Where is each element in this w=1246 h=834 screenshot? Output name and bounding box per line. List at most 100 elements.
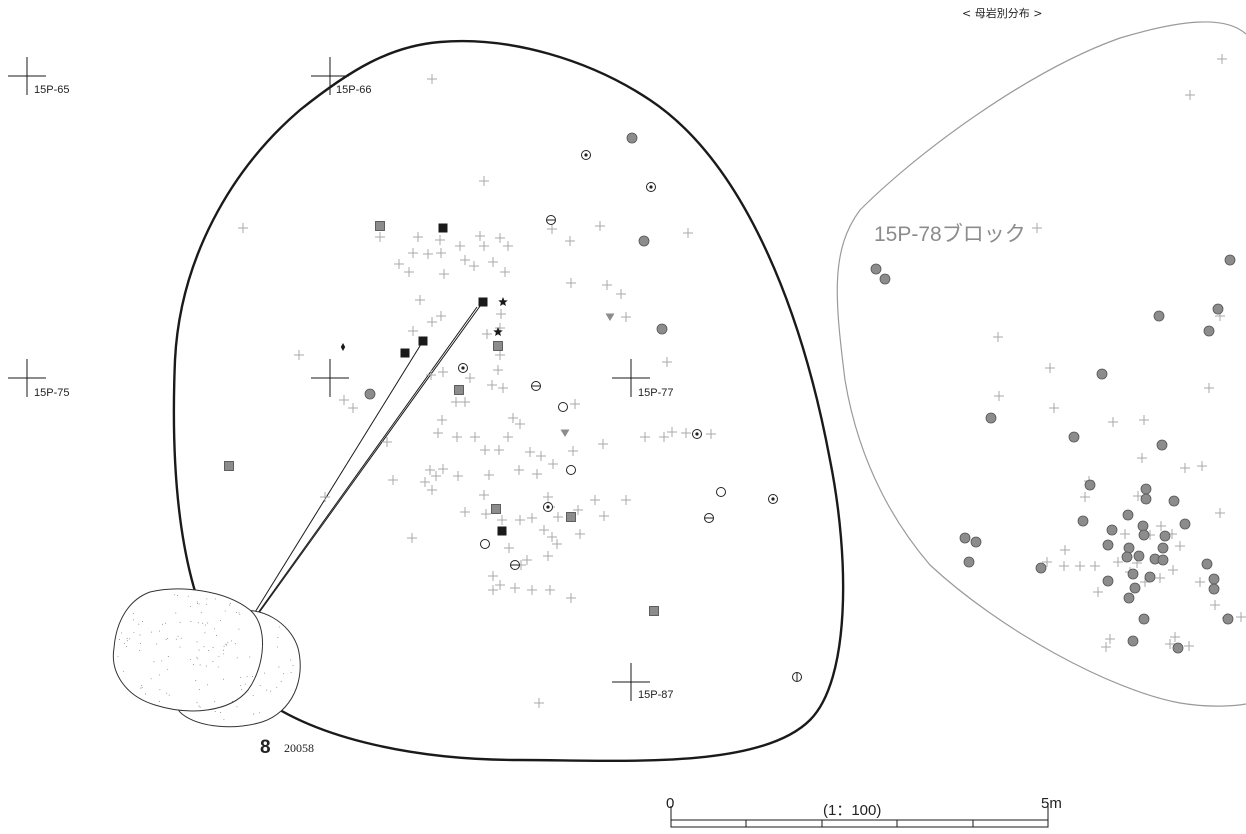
gray-triangle-marker (605, 313, 615, 321)
gray-circle-marker (1179, 518, 1191, 530)
gray-circle-marker (1102, 575, 1114, 587)
plus-marker (469, 261, 479, 271)
plus-marker (515, 515, 525, 525)
stipple-dot (204, 632, 206, 634)
grid-label: 15P-65 (34, 84, 69, 96)
plus-marker (1165, 639, 1175, 649)
stipple-dot (223, 718, 225, 720)
stipple-dot (199, 664, 201, 666)
plus-marker (545, 585, 555, 595)
plus-marker (479, 176, 489, 186)
stipple-dot (203, 646, 205, 648)
plus-marker (435, 235, 445, 245)
stipple-dot (229, 604, 230, 606)
stipple-dot (214, 711, 216, 713)
plus-marker (706, 429, 716, 439)
stipple-dot (179, 646, 181, 648)
stipple-dot (199, 706, 201, 708)
stipple-dot (253, 713, 255, 715)
plus-marker (1060, 545, 1070, 555)
gray-square-marker (224, 461, 234, 471)
gray-circle-marker (1127, 635, 1139, 647)
gray-circle-marker (1138, 613, 1150, 625)
plus-marker (470, 432, 480, 442)
stipple-dot (276, 686, 278, 688)
stipple-dot (212, 647, 214, 649)
gray-circle-marker (1137, 520, 1149, 532)
stipple-dot (156, 643, 158, 645)
artifact-number: 8 (260, 737, 271, 758)
black-square-marker (418, 336, 428, 346)
black-square-marker (478, 297, 488, 307)
plus-marker (1101, 642, 1111, 652)
plus-marker (407, 533, 417, 543)
plus-marker (1133, 491, 1143, 501)
stipple-dot (198, 689, 200, 690)
plus-marker (426, 370, 436, 380)
gray-circle-marker (963, 556, 975, 568)
plus-marker (452, 432, 462, 442)
gray-triangle-marker (560, 429, 570, 437)
plus-marker (1137, 453, 1147, 463)
plus-marker (1195, 577, 1205, 587)
gray-circle-marker (1153, 310, 1165, 322)
plus-marker (1080, 492, 1090, 502)
stipple-dot (238, 612, 240, 614)
stipple-dot (239, 613, 241, 615)
open-circle-marker (480, 539, 490, 549)
stipple-dot (214, 598, 216, 600)
plus-marker (514, 465, 524, 475)
plus-marker (621, 312, 631, 322)
plus-marker (1168, 565, 1178, 575)
plus-marker (1042, 557, 1052, 567)
plus-marker (415, 295, 425, 305)
gray-circle-marker (1140, 493, 1152, 505)
stipple-dot (158, 701, 160, 703)
stipple-dot (159, 630, 160, 632)
gray-circle-marker (985, 412, 997, 424)
gray-circle-marker (638, 235, 650, 247)
stipple-dot (220, 619, 221, 621)
stipple-dot (231, 701, 233, 702)
plus-marker (438, 367, 448, 377)
gray-circle-marker (1224, 254, 1236, 266)
gray-circle-marker (1122, 509, 1134, 521)
plus-marker (552, 539, 562, 549)
stipple-dot (207, 650, 209, 652)
plus-marker (493, 365, 503, 375)
plus-marker (547, 224, 557, 234)
stipple-dot (229, 602, 231, 604)
plus-marker (575, 529, 585, 539)
plus-marker (510, 583, 520, 593)
plus-marker (460, 255, 470, 265)
plus-marker (1184, 641, 1194, 651)
artifact-drawing (112, 588, 301, 728)
stipple-dot (270, 690, 272, 692)
stipple-dot (159, 689, 161, 691)
plus-marker (500, 267, 510, 277)
stipple-dot (177, 635, 179, 637)
stipple-dot (204, 624, 206, 626)
plus-marker (425, 465, 435, 475)
plus-marker (1139, 415, 1149, 425)
gray-circle-marker (959, 532, 971, 544)
plus-marker (480, 445, 490, 455)
stipple-dot (252, 694, 254, 696)
stipple-dot (223, 678, 225, 680)
map-title: < 母岩別分布 > (962, 6, 1042, 20)
stipple-dot (145, 693, 147, 695)
stipple-dot (249, 656, 251, 658)
open-circle-marker (716, 487, 726, 497)
plus-marker (1059, 561, 1069, 571)
plus-marker (1093, 587, 1103, 597)
plus-marker (1185, 90, 1195, 100)
stipple-dot (207, 684, 209, 686)
plus-marker (595, 221, 605, 231)
stipple-dot (252, 676, 253, 677)
plus-marker (621, 495, 631, 505)
grid-label: 15P-66 (336, 84, 371, 96)
plus-marker (590, 495, 600, 505)
plus-marker (498, 383, 508, 393)
stipple-dot (196, 602, 198, 604)
